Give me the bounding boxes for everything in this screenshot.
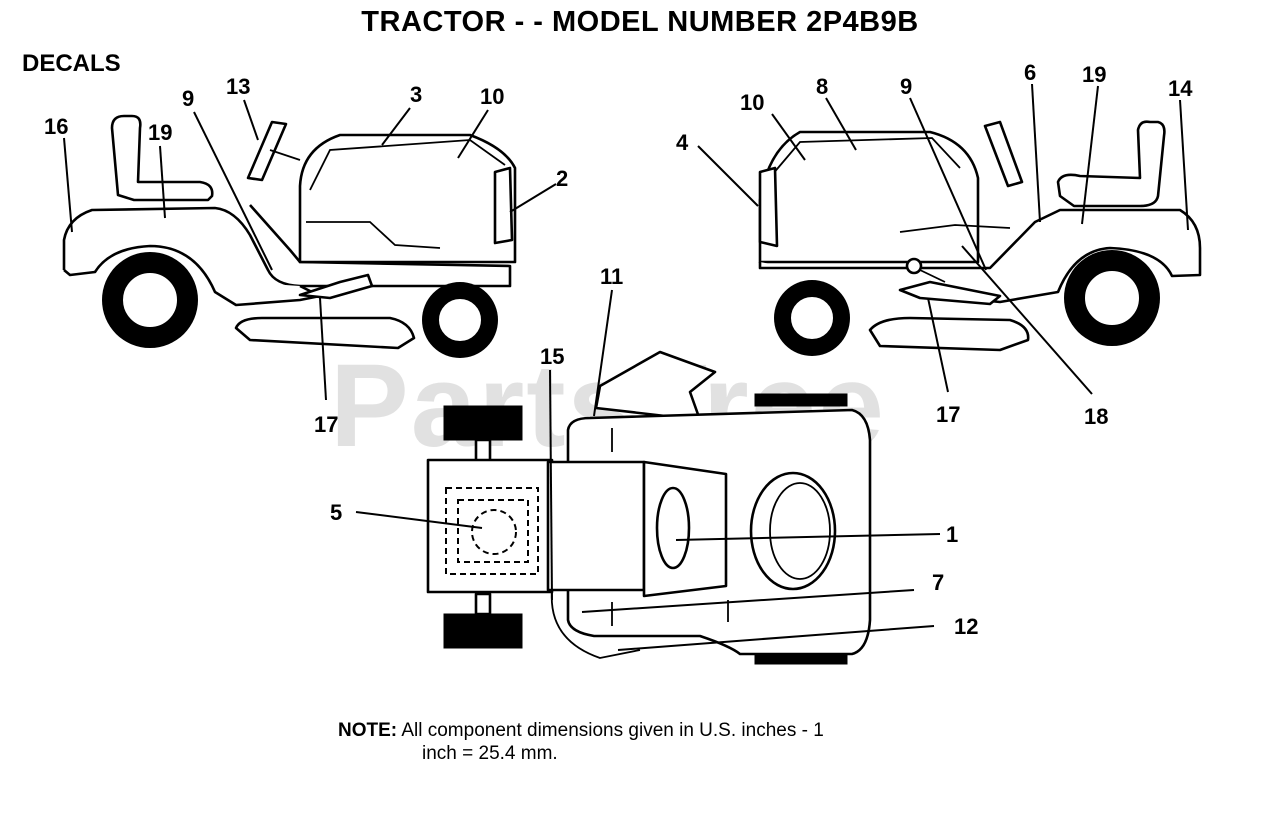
- callout-left-16: 16: [44, 114, 68, 139]
- right-side-view: [758, 120, 1202, 356]
- note-line-1: All component dimensions given in U.S. i…: [401, 720, 824, 741]
- callout-right-8: 8: [816, 74, 828, 99]
- leader-lines: [63, 83, 1189, 651]
- callout-top-11: 11: [600, 264, 623, 289]
- callout-left-10: 10: [480, 84, 504, 109]
- callout-top-1: 1: [946, 522, 958, 547]
- callout-left-19: 19: [148, 120, 172, 145]
- callout-right-10: 10: [740, 90, 764, 115]
- callout-labels: 16 19 9 13 3 10 2 17 4 10 8 9 6 19 14 17…: [44, 60, 1193, 639]
- callout-top-12: 12: [954, 614, 978, 639]
- dimension-note: NOTE: All component dimensions given in …: [338, 719, 824, 765]
- callout-top-15: 15: [540, 344, 564, 369]
- callout-left-9: 9: [182, 86, 194, 111]
- callout-top-5: 5: [330, 500, 342, 525]
- callout-left-13: 13: [226, 74, 250, 99]
- callout-right-9: 9: [900, 74, 912, 99]
- callout-left-2: 2: [556, 166, 568, 191]
- callout-top-7: 7: [932, 570, 944, 595]
- callout-right-4: 4: [676, 130, 689, 155]
- note-label: NOTE:: [338, 720, 398, 741]
- callout-right-17: 17: [936, 402, 960, 427]
- left-side-view: [62, 114, 517, 358]
- section-label: DECALS: [22, 50, 121, 77]
- top-view: [426, 350, 872, 665]
- callout-right-14: 14: [1168, 76, 1193, 101]
- note-line-2: inch = 25.4 mm.: [422, 743, 558, 764]
- callout-left-3: 3: [410, 82, 422, 107]
- callout-right-6: 6: [1024, 60, 1036, 85]
- callout-right-18: 18: [1084, 404, 1108, 429]
- diagram-title: TRACTOR - - MODEL NUMBER 2P4B9B: [361, 6, 919, 38]
- callout-right-19: 19: [1082, 62, 1106, 87]
- callout-left-17: 17: [314, 412, 338, 437]
